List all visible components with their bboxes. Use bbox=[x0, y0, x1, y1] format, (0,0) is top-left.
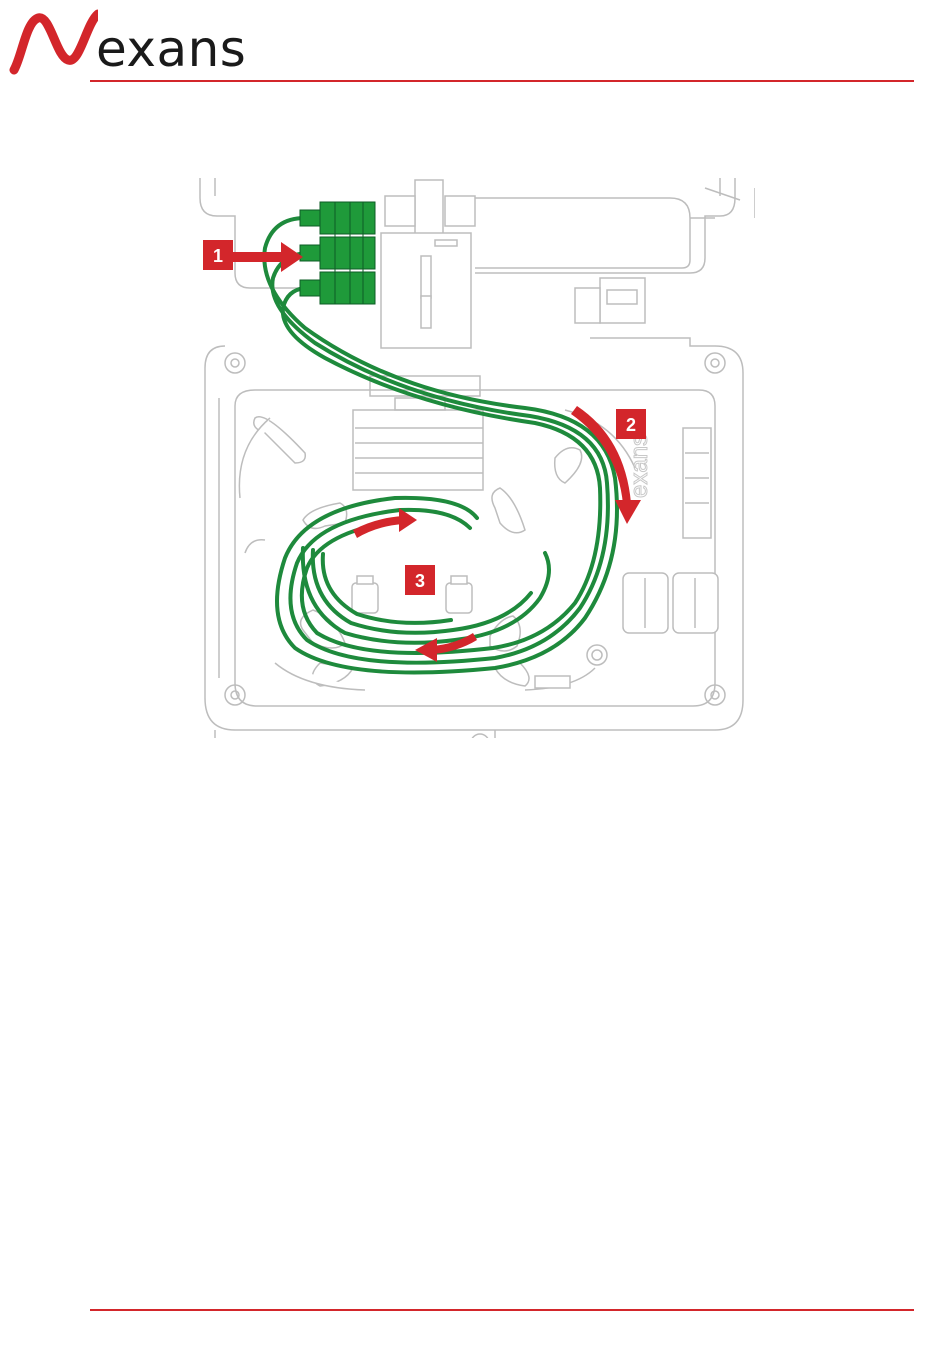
brand-wordmark: exans bbox=[96, 24, 246, 74]
fiber-routing-figure: exans bbox=[195, 178, 755, 738]
adapter-holder bbox=[381, 180, 645, 348]
arrow-step-3b-icon bbox=[415, 633, 477, 662]
arrow-step-1-icon bbox=[233, 242, 303, 272]
nexans-logo: exans bbox=[8, 6, 238, 76]
step-label-1: 1 bbox=[213, 246, 223, 266]
footer-rule bbox=[90, 1309, 914, 1311]
step-label-3: 3 bbox=[415, 571, 425, 591]
step-marker-1: 1 bbox=[203, 240, 233, 270]
header-rule bbox=[90, 80, 914, 82]
step-marker-2: 2 bbox=[616, 409, 646, 439]
box-embossed-brand: exans bbox=[626, 434, 653, 498]
fiber-connectors bbox=[300, 202, 375, 304]
box-lid bbox=[200, 178, 755, 288]
step-marker-3: 3 bbox=[405, 565, 435, 595]
step-label-2: 2 bbox=[626, 415, 636, 435]
nexans-n-mark-icon bbox=[8, 6, 98, 76]
